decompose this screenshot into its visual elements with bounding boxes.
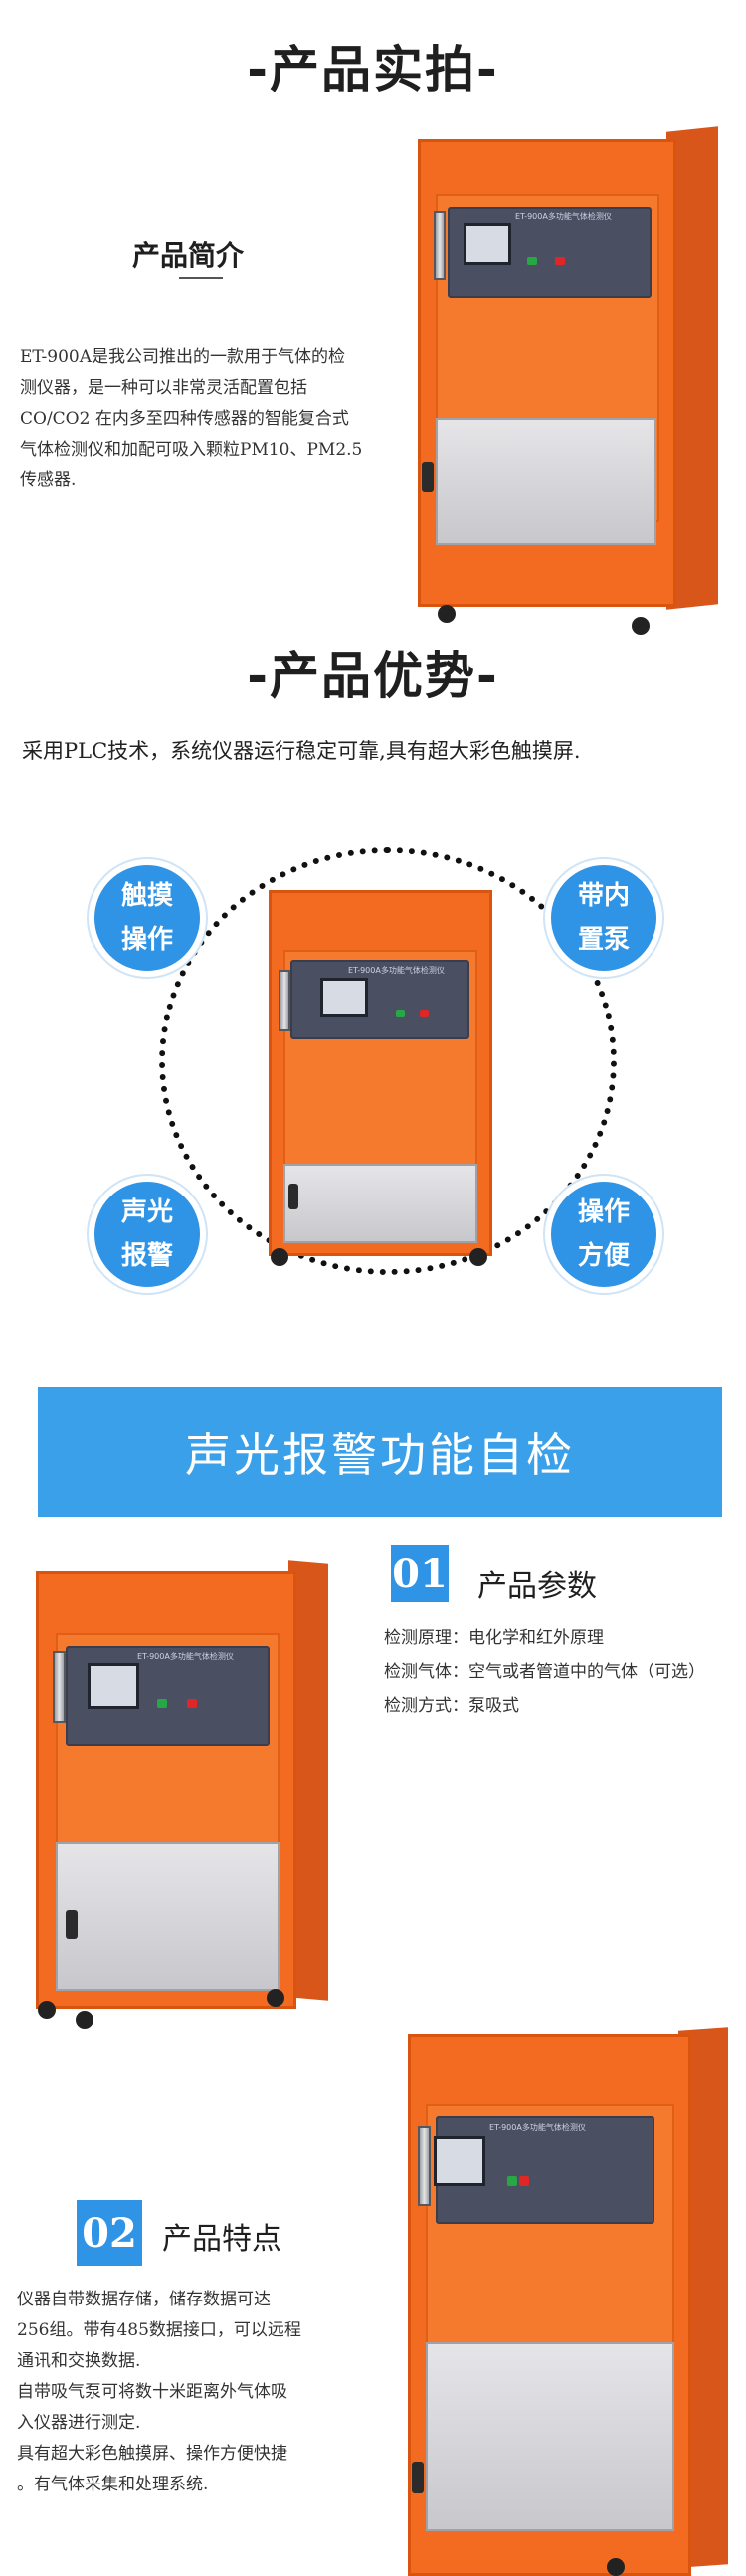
- lock-icon: [422, 462, 434, 492]
- red-button-icon: [420, 1010, 429, 1017]
- bubble-built-in-pump: 带内置泵: [545, 859, 662, 977]
- dotted-ring: [159, 847, 617, 1275]
- params-line: 检测原理：电化学和红外原理: [384, 1628, 604, 1648]
- flowmeter: [279, 970, 290, 1031]
- panel-label: ET-900A多功能气体检测仪: [489, 2123, 586, 2132]
- green-button-icon: [396, 1010, 405, 1017]
- bubble-text: 声光: [120, 1197, 173, 1227]
- intro-line: 测仪器，是一种可以非常灵活配置包括: [20, 378, 307, 398]
- bubble-text: 报警: [120, 1241, 173, 1271]
- params-cabinet: ET-900A多功能气体检测仪: [28, 1552, 336, 2034]
- panel-label: ET-900A多功能气体检测仪: [348, 966, 445, 975]
- green-button-icon: [157, 1699, 167, 1708]
- bubble-touch-operation: 触摸操作: [89, 859, 206, 977]
- intro-line: ET-900A是我公司推出的一款用于气体的检: [20, 347, 346, 367]
- intro-title: 产品简介: [132, 239, 245, 272]
- wheel-icon: [271, 1248, 288, 1266]
- cabinet-lower-panel: [56, 1842, 280, 1991]
- bubble-text: 带内: [577, 881, 630, 911]
- section-title-photos: -产品实拍-: [247, 41, 499, 98]
- product-photo-cabinet: ET-900A多功能气体检测仪: [398, 119, 726, 637]
- features-line: 256组。带有485数据接口，可以远程: [17, 2320, 301, 2340]
- params-list: 检测原理：电化学和红外原理 检测气体：空气或者管道中的气体（可选） 检测方式：泵…: [384, 1621, 742, 1723]
- wheel-icon: [469, 1248, 487, 1266]
- red-button-icon: [519, 2176, 529, 2186]
- features-line: 。有气体采集和处理系统.: [17, 2475, 209, 2494]
- advantages-tagline: 采用PLC技术，系统仪器运行稳定可靠,具有超大彩色触摸屏.: [22, 739, 581, 763]
- features-number-badge: 02: [77, 2200, 142, 2266]
- touch-screen: [88, 1663, 139, 1709]
- advantages-cabinet: ET-900A多功能气体检测仪: [249, 890, 507, 1268]
- panel-label: ET-900A多功能气体检测仪: [137, 1652, 234, 1661]
- flowmeter: [434, 211, 446, 280]
- params-number-badge: 01: [391, 1545, 449, 1602]
- features-line: 具有超大彩色触摸屏、操作方便快捷: [17, 2444, 287, 2464]
- green-button-icon: [527, 257, 537, 265]
- intro-line: 气体检测仪和加配可吸入颗粒PM10、PM2.5: [20, 440, 363, 460]
- features-cabinet: ET-900A多功能气体检测仪: [398, 2009, 734, 2576]
- params-title: 产品参数: [477, 1569, 597, 1604]
- touch-screen: [320, 978, 368, 1017]
- params-line: 检测气体：空气或者管道中的气体（可选）: [384, 1662, 705, 1682]
- red-button-icon: [187, 1699, 197, 1708]
- lock-icon: [288, 1184, 298, 1209]
- intro-text: ET-900A是我公司推出的一款用于气体的检 测仪器，是一种可以非常灵活配置包括…: [20, 342, 378, 496]
- green-button-icon: [507, 2176, 517, 2186]
- flowmeter: [418, 2126, 431, 2206]
- bubble-text: 触摸: [120, 881, 173, 911]
- cabinet-lower-panel: [426, 2342, 674, 2531]
- wheel-icon: [632, 617, 650, 635]
- features-line: 入仪器进行测定.: [17, 2413, 141, 2433]
- wheel-icon: [438, 605, 456, 623]
- bubble-easy-operation: 操作方便: [545, 1176, 662, 1293]
- intro-title-underline: [179, 277, 223, 279]
- wheel-icon: [76, 2011, 93, 2029]
- params-line: 检测方式：泵吸式: [384, 1696, 519, 1716]
- intro-line: 传感器.: [20, 470, 77, 490]
- panel-label: ET-900A多功能气体检测仪: [515, 212, 612, 221]
- features-line: 仪器自带数据存储，储存数据可达: [17, 2290, 271, 2309]
- section-title-advantages: -产品优势-: [247, 647, 499, 705]
- flowmeter: [53, 1651, 66, 1723]
- cabinet-lower-panel: [436, 418, 656, 545]
- bubble-text: 操作: [120, 925, 173, 955]
- lock-icon: [412, 2462, 424, 2493]
- touch-screen: [434, 2136, 485, 2186]
- touch-screen: [464, 223, 511, 265]
- wheel-icon: [38, 2001, 56, 2019]
- features-list: 仪器自带数据存储，储存数据可达 256组。带有485数据接口，可以远程 通讯和交…: [17, 2285, 375, 2500]
- wheel-icon: [607, 2558, 625, 2576]
- red-button-icon: [555, 257, 565, 265]
- cabinet-lower-panel: [283, 1164, 477, 1243]
- bubble-text: 操作: [577, 1197, 630, 1227]
- bubble-text: 方便: [577, 1241, 630, 1271]
- bubble-text: 置泵: [577, 925, 630, 955]
- features-line: 通讯和交换数据.: [17, 2351, 141, 2371]
- wheel-icon: [267, 1989, 284, 2007]
- lock-icon: [66, 1910, 78, 1939]
- features-title: 产品特点: [162, 2222, 281, 2257]
- intro-line: CO/CO2 在内多至四种传感器的智能复合式: [20, 409, 349, 429]
- alarm-self-test-banner: 声光报警功能自检: [38, 1387, 722, 1517]
- features-line: 自带吸气泵可将数十米距离外气体吸: [17, 2382, 287, 2402]
- bubble-sound-light-alarm: 声光报警: [89, 1176, 206, 1293]
